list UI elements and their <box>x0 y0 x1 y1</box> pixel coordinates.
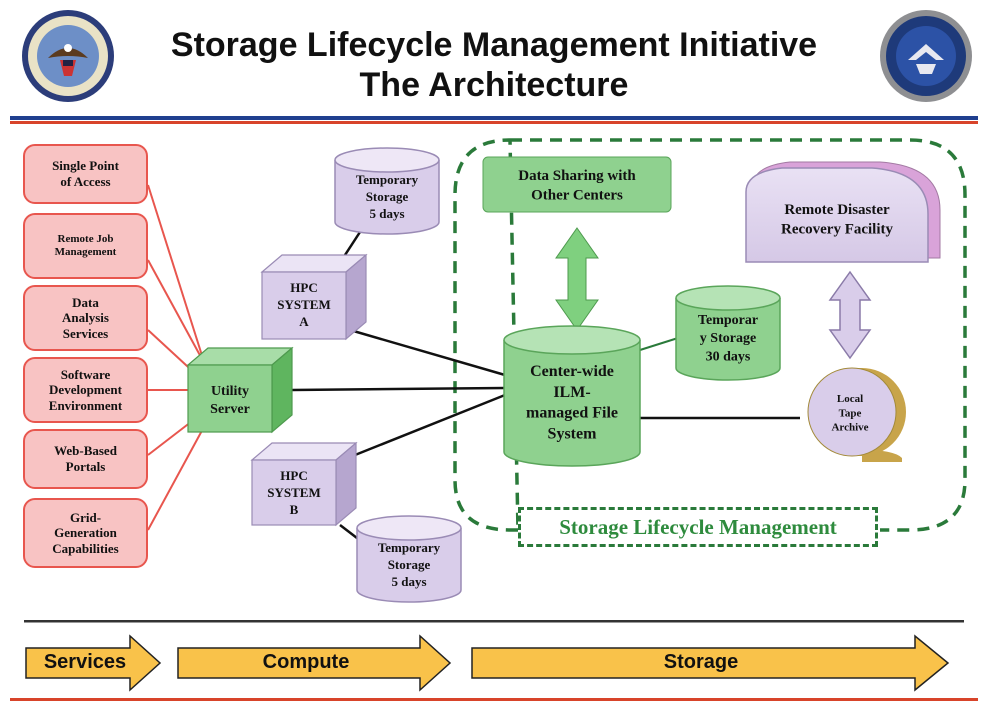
local-tape-archive-shape <box>807 367 906 462</box>
service-connectors <box>147 184 209 531</box>
slm-boundary <box>453 138 967 532</box>
temp-storage-30-cylinder <box>675 285 781 381</box>
system-connectors <box>291 231 800 549</box>
temp-storage-b <box>356 515 462 603</box>
data-sharing-box <box>482 156 672 213</box>
header-rule-red <box>10 121 978 124</box>
header-rule-blue <box>10 116 978 120</box>
footer-rule-red <box>10 698 978 701</box>
storage-arrow-label: Storage <box>663 651 739 673</box>
hpc-system-a-cube <box>260 253 368 341</box>
program-seal-logo <box>880 10 972 102</box>
dod-seal-logo <box>22 10 114 102</box>
bottom-rule <box>24 620 964 623</box>
services-arrow <box>25 634 162 692</box>
services-arrow-label: Services <box>43 651 127 673</box>
page-subtitle: The Architecture <box>359 66 629 104</box>
storage-arrow <box>471 634 950 692</box>
disaster-recovery-double-arrow <box>828 270 872 360</box>
slm-label: Storage Lifecycle Management <box>518 507 878 547</box>
hpc-system-b-cube <box>250 441 358 527</box>
compute-arrow-label: Compute <box>262 651 350 673</box>
ilm-file-system-cylinder <box>503 325 641 467</box>
temp-storage-a <box>334 147 440 235</box>
utility-server-cube <box>186 346 294 434</box>
remote-disaster-recovery-shape <box>745 161 941 263</box>
compute-arrow <box>177 634 452 692</box>
temp30-connector <box>639 337 679 351</box>
page-title: Storage Lifecycle Management Initiative <box>170 26 818 64</box>
data-sharing-double-arrow <box>555 227 599 331</box>
